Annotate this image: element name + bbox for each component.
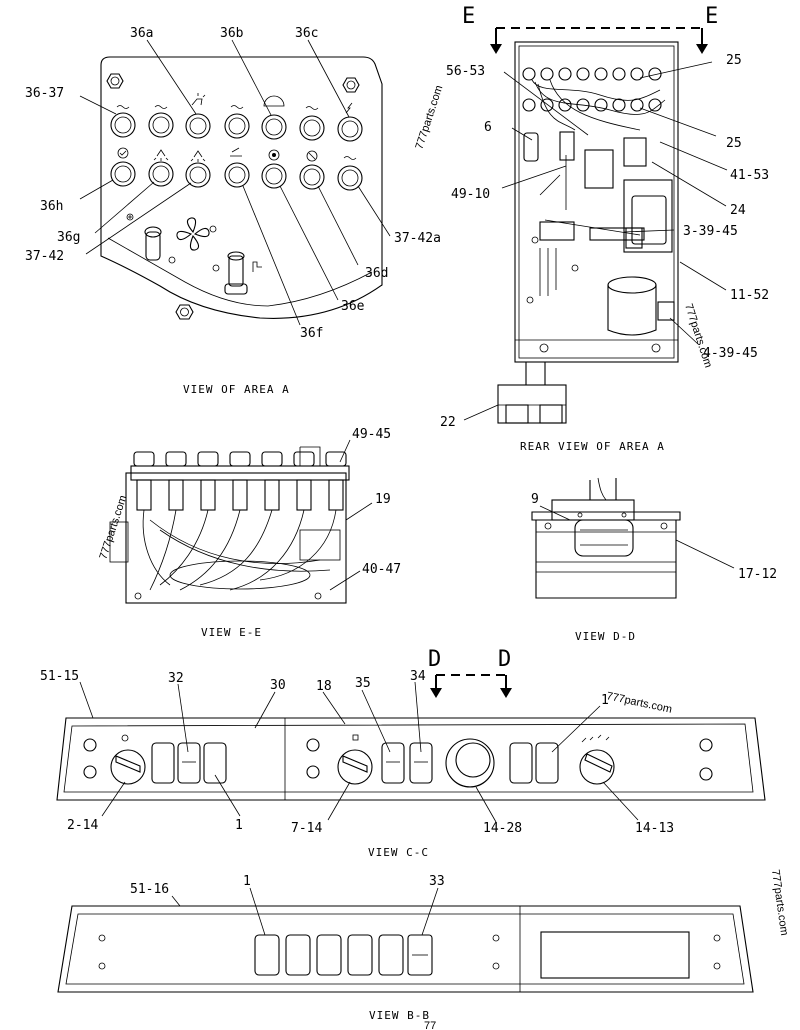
callout-49-10: 49-10 bbox=[451, 187, 490, 202]
switch-row-bottom bbox=[110, 161, 363, 191]
callout-1-b: 1 bbox=[243, 874, 251, 889]
watermark-rear-left: 777parts.com bbox=[413, 84, 445, 151]
callout-51-15: 51-15 bbox=[40, 669, 79, 684]
section-letter-d-right: D bbox=[498, 647, 511, 672]
callout-14-28: 14-28 bbox=[483, 821, 522, 836]
fan-icon bbox=[176, 217, 210, 251]
callout-36h: 36h bbox=[40, 199, 63, 214]
callout-3-39-45: 3-39-45 bbox=[683, 224, 738, 239]
view-title-b-b: VIEW B-B bbox=[369, 1009, 430, 1022]
callout-7-14: 7-14 bbox=[291, 821, 322, 836]
watermark-b-b: 777parts.com bbox=[769, 869, 790, 937]
watermark-rear-right: 777parts.com bbox=[682, 302, 714, 369]
view-d-d: 9 17-12 VIEW D-D bbox=[531, 477, 777, 643]
callout-19: 19 bbox=[375, 492, 391, 507]
callout-40-47: 40-47 bbox=[362, 562, 401, 577]
callout-51-16: 51-16 bbox=[130, 882, 169, 897]
callout-25-bottom: 25 bbox=[726, 136, 742, 151]
callout-2-14: 2-14 bbox=[67, 818, 98, 833]
callout-17-12: 17-12 bbox=[738, 567, 777, 582]
callout-35: 35 bbox=[355, 676, 371, 691]
callout-1-top: 1 bbox=[601, 693, 609, 708]
view-title-area-a: VIEW OF AREA A bbox=[183, 383, 290, 396]
callout-36a: 36a bbox=[130, 26, 153, 41]
view-b-b: 51-16 1 33 VIEW B-B 777parts.com 77 bbox=[57, 869, 790, 1030]
callout-36c: 36c bbox=[295, 26, 318, 41]
callout-6: 6 bbox=[484, 120, 492, 135]
callout-49-45: 49-45 bbox=[352, 427, 391, 442]
callout-18: 18 bbox=[316, 679, 332, 694]
switch-row-top bbox=[110, 112, 363, 142]
callout-56-53: 56-53 bbox=[446, 64, 485, 79]
watermark-c-c: 777parts.com bbox=[605, 690, 673, 716]
switch-symbols bbox=[116, 93, 357, 162]
callout-33: 33 bbox=[429, 874, 445, 889]
callout-37-42: 37-42 bbox=[25, 249, 64, 264]
callout-36b: 36b bbox=[220, 26, 244, 41]
section-letter-e-right: E bbox=[705, 4, 718, 29]
callout-36g: 36g bbox=[57, 230, 80, 245]
callout-25-top: 25 bbox=[726, 53, 742, 68]
watermark-bottom-fragment: 77 bbox=[424, 1020, 436, 1030]
callout-11-52: 11-52 bbox=[730, 288, 769, 303]
callout-34: 34 bbox=[410, 669, 426, 684]
view-of-area-a: 36a 36b 36c 36-37 36h 36g 37-42 37-42a 3… bbox=[25, 26, 441, 396]
view-title-d-d: VIEW D-D bbox=[575, 630, 636, 643]
rear-connectors bbox=[522, 67, 662, 112]
section-letter-e-left: E bbox=[462, 4, 475, 29]
callout-36f: 36f bbox=[300, 326, 323, 341]
view-title-e-e: VIEW E-E bbox=[201, 626, 262, 639]
callout-37-42a: 37-42a bbox=[394, 231, 441, 246]
callout-36-37: 36-37 bbox=[25, 86, 64, 101]
view-e-e: 49-45 19 40-47 VIEW E-E 777parts.com bbox=[97, 427, 401, 639]
callout-41-53: 41-53 bbox=[730, 168, 769, 183]
callout-1-left: 1 bbox=[235, 818, 243, 833]
callout-14-13: 14-13 bbox=[635, 821, 674, 836]
section-letter-d-left: D bbox=[428, 647, 441, 672]
watermark-e-e: 777parts.com bbox=[97, 494, 129, 561]
view-c-c: D D bbox=[40, 647, 766, 859]
callout-22: 22 bbox=[440, 415, 456, 430]
rear-view-of-area-a: E E bbox=[413, 4, 769, 453]
e-e-connectors bbox=[133, 451, 347, 511]
callout-4-39-45: 4-39-45 bbox=[703, 346, 758, 361]
view-title-c-c: VIEW C-C bbox=[368, 846, 429, 859]
view-title-rear-area-a: REAR VIEW OF AREA A bbox=[520, 440, 665, 453]
callout-9: 9 bbox=[531, 492, 539, 507]
callout-30: 30 bbox=[270, 678, 286, 693]
callout-32: 32 bbox=[168, 671, 184, 686]
callout-24: 24 bbox=[730, 203, 746, 218]
callout-36e: 36e bbox=[341, 299, 365, 314]
callout-36d: 36d bbox=[365, 266, 388, 281]
